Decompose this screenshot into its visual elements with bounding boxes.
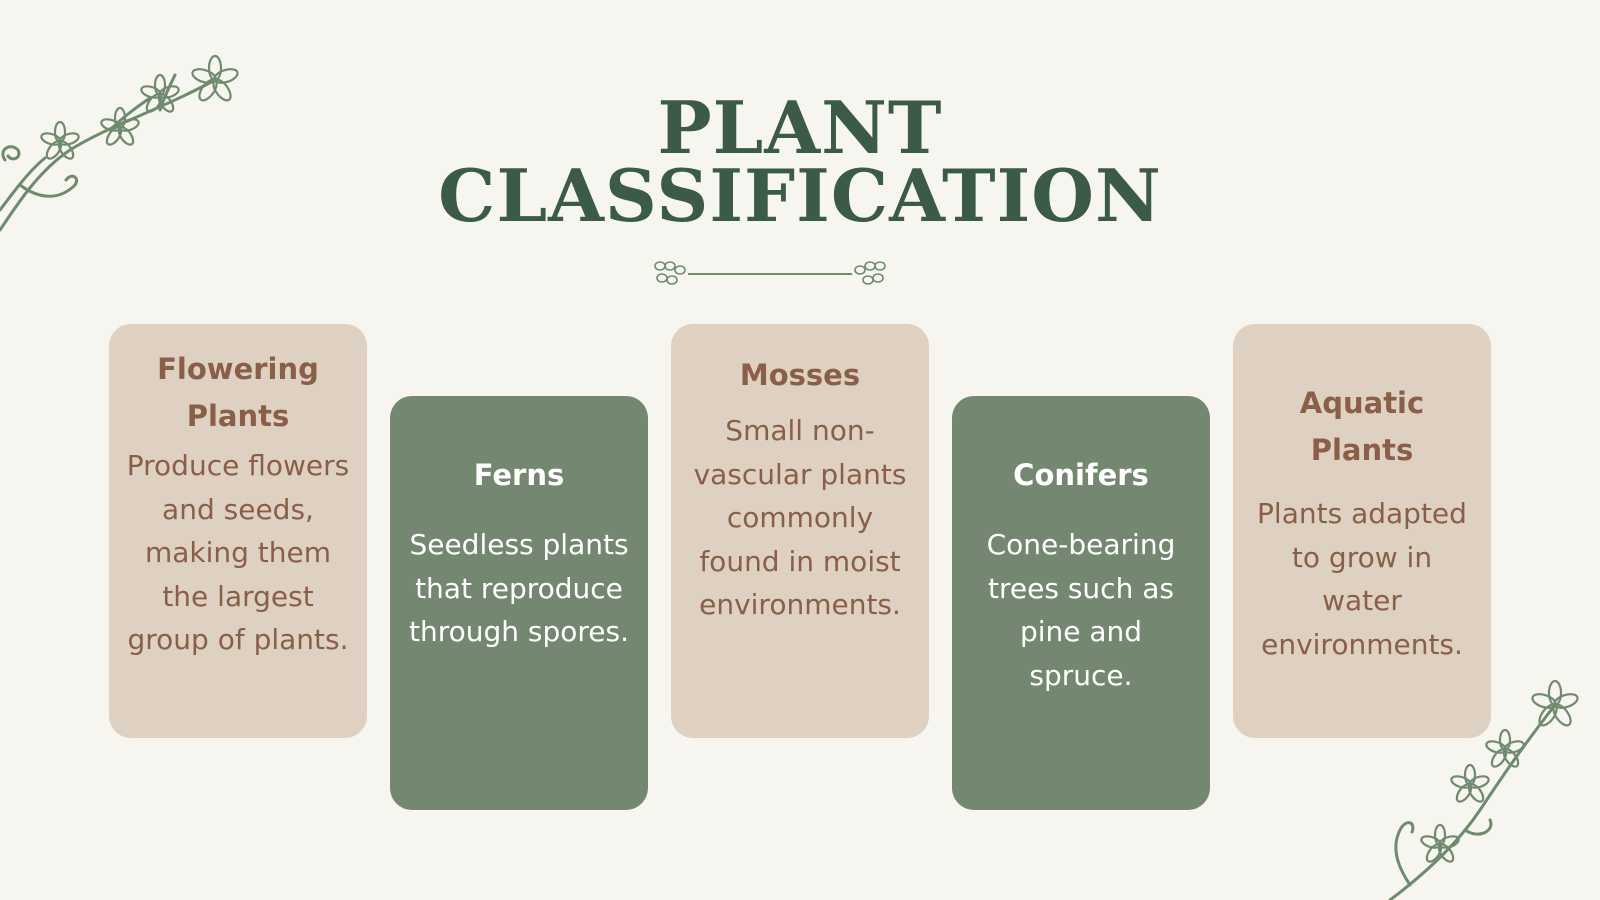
vine-bottom-right-illustration xyxy=(1388,680,1579,900)
title-line-2: CLASSIFICATION xyxy=(438,153,1162,239)
card-mosses: Mosses Small non-vascular plants commonl… xyxy=(671,324,929,738)
card-aquatic-plants: Aquatic Plants Plants adapted to grow in… xyxy=(1233,324,1491,738)
vine-top-left-illustration xyxy=(0,54,239,232)
card-title: Mosses xyxy=(739,358,861,392)
card-description: Produce flowers and seeds, making them t… xyxy=(126,449,350,656)
card-description: Cone-bearing trees such as pine and spru… xyxy=(986,528,1176,692)
card-conifers: Conifers Cone-bearing trees such as pine… xyxy=(952,396,1210,810)
card-title: Aquatic Plants xyxy=(1299,386,1425,467)
card-description: Seedless plants that reproduce through s… xyxy=(408,528,630,648)
title-line-1: PLANT xyxy=(657,85,943,170)
card-flowering-plants: Flowering Plants Produce flowers and see… xyxy=(109,324,367,738)
card-title: Flowering Plants xyxy=(157,352,319,433)
card-title: Conifers xyxy=(1013,458,1149,492)
floral-divider-icon xyxy=(654,261,886,285)
card-title: Ferns xyxy=(473,458,565,492)
card-description: Plants adapted to grow in water environm… xyxy=(1257,497,1467,661)
page-title: PLANT CLASSIFICATION xyxy=(0,85,1600,239)
card-description: Small non-vascular plants commonly found… xyxy=(693,414,907,621)
card-ferns: Ferns Seedless plants that reproduce thr… xyxy=(390,396,648,810)
